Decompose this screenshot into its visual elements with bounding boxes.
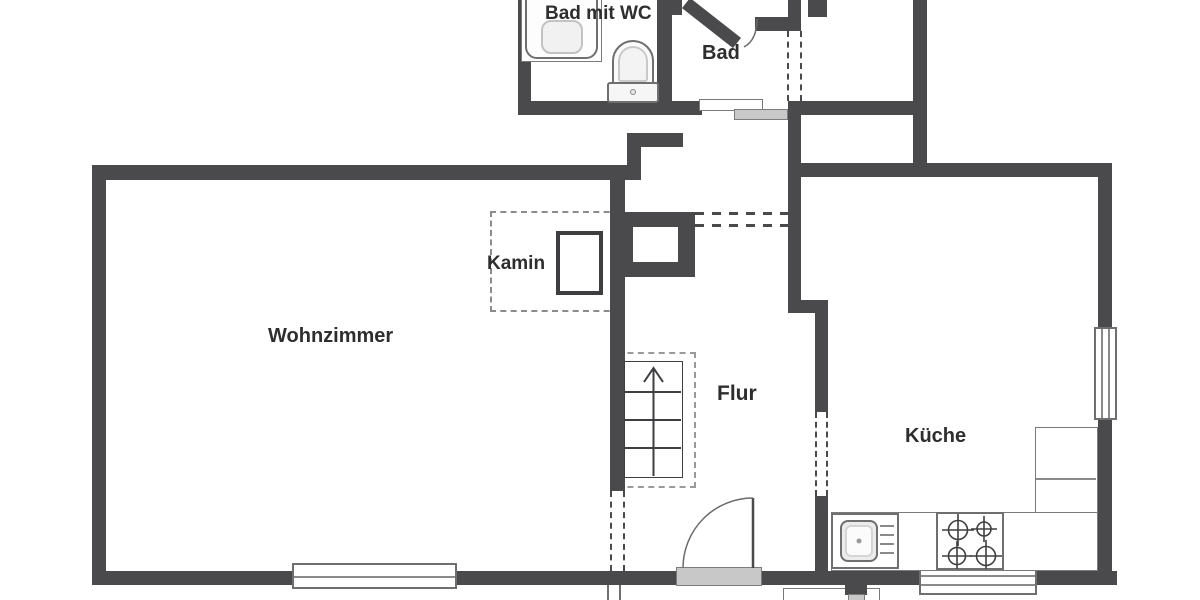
wall-flur-right-upper bbox=[788, 115, 801, 313]
wall-right-outer-lower bbox=[1098, 419, 1112, 585]
window-mullion bbox=[921, 575, 1035, 577]
wall-top-wohnzimmer bbox=[92, 165, 641, 180]
window-mullion bbox=[921, 584, 1035, 586]
wall-flur-kueche-lower bbox=[815, 496, 828, 571]
entrance-threshold bbox=[676, 567, 762, 586]
room-label-bad-mit-wc: Bad mit WC bbox=[545, 3, 652, 24]
exterior-step-line bbox=[607, 585, 609, 600]
wall-flur-kueche-upper bbox=[815, 313, 828, 412]
stair-tread bbox=[625, 419, 681, 421]
staircase-icon bbox=[624, 361, 683, 478]
stair-tread bbox=[625, 447, 681, 449]
kitchen-counter-right bbox=[1035, 427, 1098, 513]
exterior-pier bbox=[845, 585, 867, 595]
room-label-bad: Bad bbox=[702, 42, 740, 64]
window-kueche-right bbox=[1094, 327, 1117, 420]
wall-right-outer-upper bbox=[1098, 165, 1112, 328]
dashed-wall-bad-right bbox=[787, 31, 802, 101]
dashed-opening-flur-kueche bbox=[815, 412, 828, 496]
exterior-step-line bbox=[619, 585, 621, 600]
stair-tread bbox=[625, 391, 681, 393]
bath-door-swing-icon bbox=[681, 0, 758, 49]
dashed-passage-line-top bbox=[695, 212, 788, 215]
wall-between-baths bbox=[657, 0, 672, 105]
counter-divider bbox=[1036, 478, 1096, 480]
wall-kueche-top bbox=[788, 163, 1112, 177]
dashed-passage-line-bottom bbox=[695, 224, 788, 227]
entrance-door-swing-icon bbox=[682, 497, 755, 569]
wall-jog bbox=[788, 300, 828, 313]
wall-topright-horizontal bbox=[788, 101, 925, 115]
wall-nook-horizontal bbox=[627, 133, 683, 147]
window-mullion bbox=[294, 576, 455, 578]
wall-upper-right-vertical bbox=[913, 0, 927, 177]
room-label-flur: Flur bbox=[717, 382, 757, 405]
wall-nook-vertical bbox=[627, 133, 641, 180]
toilet-bowl-inner bbox=[618, 46, 648, 82]
wall-top-fragment-a bbox=[788, 0, 801, 31]
wall-bath-bottom bbox=[518, 101, 702, 115]
window-mullion bbox=[1108, 329, 1110, 418]
window-mullion bbox=[1101, 329, 1103, 418]
window-wohnzimmer bbox=[292, 563, 457, 589]
wall-left-outer bbox=[92, 165, 106, 585]
sliding-door-panel-inner bbox=[734, 109, 788, 120]
toilet-flush-button bbox=[630, 89, 636, 95]
bathtub-basin bbox=[541, 20, 583, 54]
wall-top-fragment-b bbox=[808, 0, 827, 17]
dashed-opening-wohnzimmer-flur bbox=[610, 491, 625, 571]
room-label-wohnzimmer: Wohnzimmer bbox=[268, 325, 394, 347]
sink-basin-inner bbox=[845, 525, 873, 557]
wall-bath-door-hinge bbox=[668, 0, 682, 15]
room-label-kueche: Küche bbox=[905, 425, 967, 447]
fireplace-icon bbox=[556, 231, 603, 295]
sliding-door-panel-outer bbox=[699, 99, 763, 111]
stove-burners-icon bbox=[936, 512, 1004, 570]
room-label-kamin: Kamin bbox=[487, 253, 546, 274]
wall-center-vertical bbox=[610, 165, 625, 491]
exterior-pier-base bbox=[848, 594, 865, 600]
chimney-flue bbox=[633, 227, 678, 262]
